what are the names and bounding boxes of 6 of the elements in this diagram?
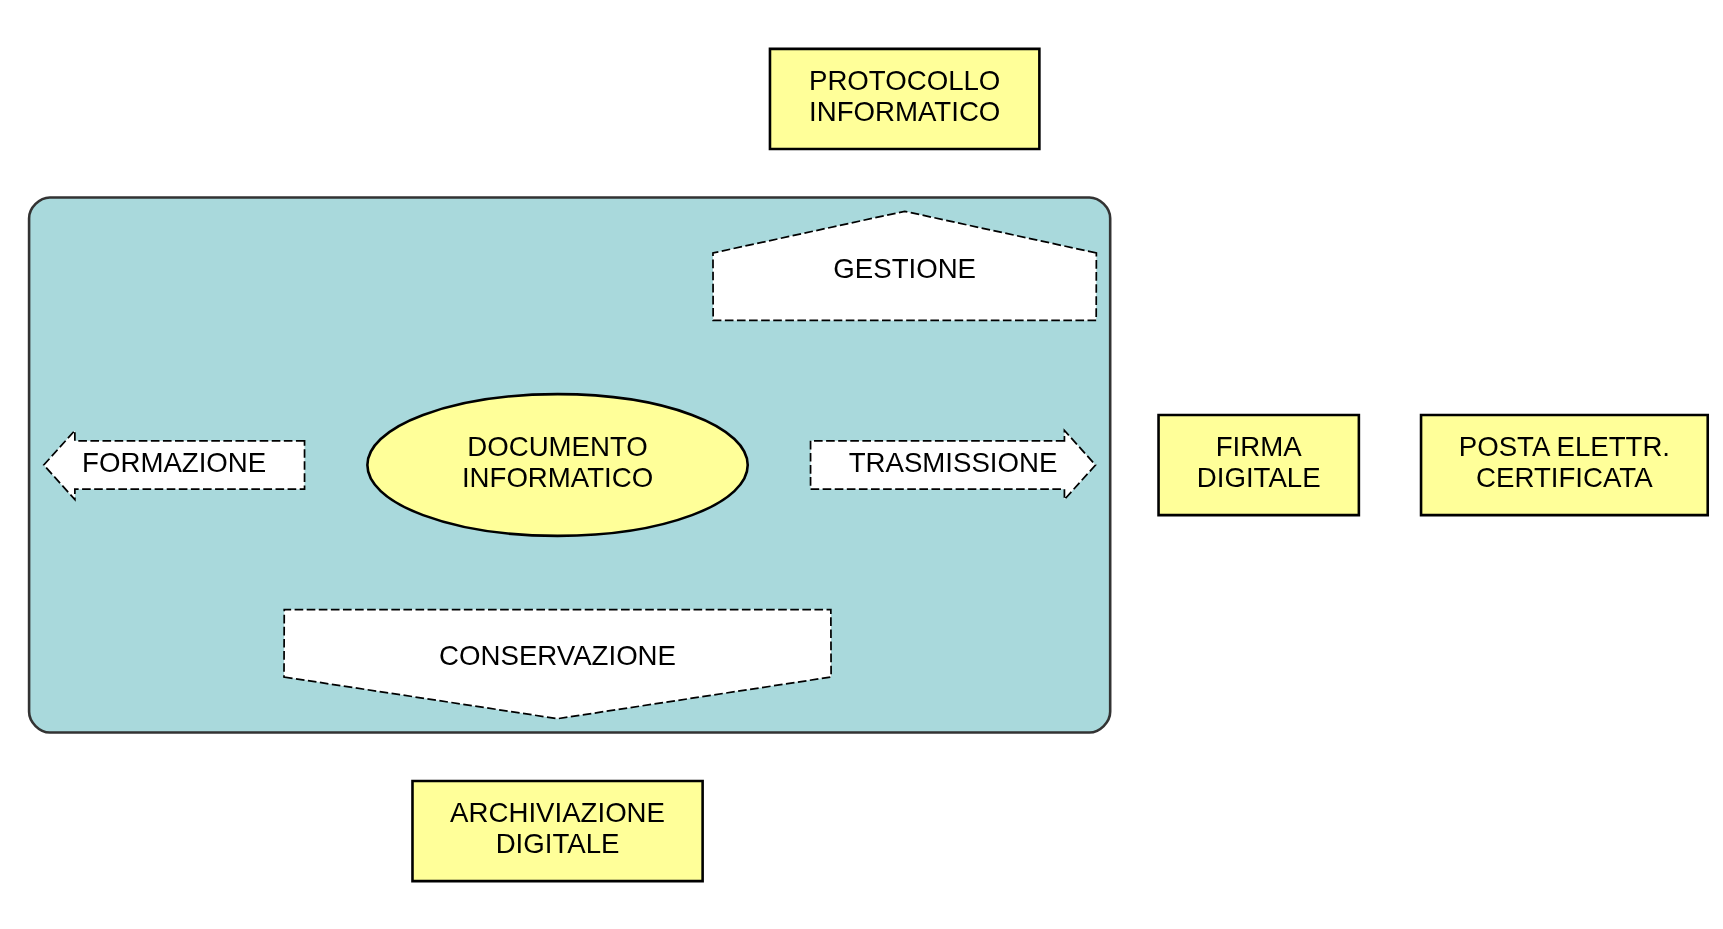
cluster — [27, 195, 1112, 734]
node-ellipse: DOCUMENTO INFORMATICO — [366, 392, 750, 537]
node-box: PROTOCOLLO INFORMATICO — [768, 47, 1041, 150]
node-box: ARCHIVIAZIONE DIGITALE — [411, 779, 704, 882]
node-box: FIRMA DIGITALE — [1157, 413, 1361, 516]
node-box: POSTA ELETTR. CERTIFICATA — [1419, 413, 1709, 516]
